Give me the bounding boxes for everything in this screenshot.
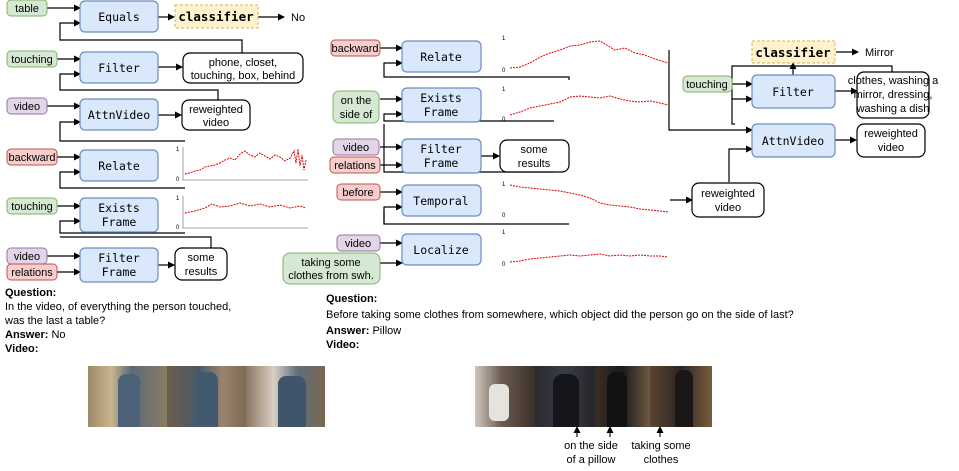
right-program: backward on the side of video relations … [282, 36, 939, 437]
left-question-label: Question: [5, 287, 57, 299]
right-relate-tick-0: 0 [502, 68, 506, 74]
left-filter-output-line1: phone, closet, [209, 57, 278, 69]
left-video-frames [88, 366, 325, 427]
right-filter-output-line1: clothes, washing a [848, 75, 939, 87]
left-input-video: video [14, 101, 40, 113]
left-module-filterframe-line1: Filter [98, 251, 140, 265]
left-answer-output: No [291, 12, 305, 24]
right-classifier: classifier [755, 45, 831, 60]
right-module-exists-line1: Exists [420, 91, 462, 105]
right-input-video: video [343, 142, 369, 154]
right-exists-tick-0: 0 [502, 117, 506, 123]
left-module-filterframe-line2: Frame [102, 265, 137, 279]
right-answer-label: Answer: [326, 325, 370, 337]
left-module-exists-line1: Exists [98, 201, 140, 215]
right-module-filterframe-line1: Filter [420, 142, 462, 156]
left-video-label: Video: [5, 343, 39, 355]
right-input-video-2: video [345, 238, 371, 250]
left-filter-output-line2: touching, box, behind [191, 70, 296, 82]
right-filter-output-line2: mirror, dressing, [854, 89, 933, 101]
left-input-table: table [15, 3, 39, 15]
left-answer-label: Answer: [5, 329, 49, 341]
left-question-line1: In the video, of everything the person t… [5, 301, 232, 313]
left-module-relate: Relate [98, 159, 140, 173]
left-answer: No [51, 329, 66, 341]
left-classifier: classifier [178, 9, 254, 24]
left-relate-curve [184, 148, 307, 175]
right-input-side-of-line2: side of [340, 109, 373, 121]
frame-annotation-pillow-line2: of a pillow [566, 454, 616, 466]
left-qa-block: Question: In the video, of everything th… [5, 286, 305, 356]
frame-annotation-pillow: on the side of a pillow [556, 439, 626, 467]
left-results-line1: some [188, 252, 215, 264]
right-results-line1: some [521, 144, 548, 156]
right-temporal-tick-1: 1 [502, 182, 506, 188]
right-module-exists-line2: Frame [424, 105, 459, 119]
left-input-video-2: video [14, 251, 40, 263]
frame-annotation-pillow-line1: on the side [564, 440, 618, 452]
right-answer-output: Mirror [865, 47, 894, 59]
left-question-line2: was the last a table? [5, 315, 106, 327]
right-localize-curve [509, 253, 669, 263]
left-module-equals: Equals [98, 10, 140, 24]
right-input-before: before [342, 187, 373, 199]
right-qa-block: Question: Before taking some clothes fro… [326, 292, 926, 352]
left-exists-plot-tick-0: 0 [176, 225, 180, 231]
right-input-side-of-line1: on the [341, 95, 372, 107]
right-filter-output-line3: washing a dish [856, 103, 930, 115]
right-input-touching: touching [686, 79, 728, 91]
left-results-line2: results [185, 266, 218, 278]
right-question: Before taking some clothes from somewher… [326, 309, 794, 321]
left-attn-output-line1: reweighted [189, 104, 243, 116]
frame-annotation-clothes: taking some clothes [626, 439, 696, 467]
left-module-attnvideo: AttnVideo [88, 108, 150, 122]
left-relate-plot-tick-0: 0 [176, 177, 180, 183]
right-module-relate: Relate [420, 50, 462, 64]
right-localize-tick-0: 0 [502, 262, 506, 268]
right-video-frames [475, 366, 712, 427]
right-localize-tick-1: 1 [502, 230, 506, 236]
left-attn-output-line2: video [203, 117, 229, 129]
right-module-filterframe-line2: Frame [424, 156, 459, 170]
right-answer: Pillow [372, 325, 402, 337]
right-input-relations: relations [334, 160, 376, 172]
left-exists-curve [184, 202, 307, 214]
right-module-attnvideo: AttnVideo [762, 134, 824, 148]
right-reweighted-1-line2: video [715, 202, 741, 214]
left-module-exists-line2: Frame [102, 215, 137, 229]
left-input-touching-2: touching [11, 201, 53, 213]
left-input-relations: relations [11, 267, 53, 279]
right-relate-curve [509, 40, 669, 69]
right-results-line2: results [518, 158, 551, 170]
left-input-touching: touching [11, 54, 53, 66]
right-temporal-curve [509, 184, 669, 213]
right-reweighted-2-line2: video [878, 142, 904, 154]
right-module-filter: Filter [772, 85, 814, 99]
right-temporal-tick-0: 0 [502, 213, 506, 219]
left-relate-plot-tick-1: 1 [176, 147, 180, 153]
right-exists-tick-1: 1 [502, 87, 506, 93]
left-program: table touching video backward touching v… [6, 0, 308, 283]
right-exists-curve [509, 95, 669, 116]
left-input-backward: backward [8, 152, 55, 164]
right-question-label: Question: [326, 293, 378, 305]
right-input-taking-line1: taking some [301, 257, 360, 269]
left-exists-plot-tick-1: 1 [176, 196, 180, 202]
right-module-localize: Localize [413, 243, 468, 257]
right-reweighted-1-line1: reweighted [701, 188, 755, 200]
right-input-backward: backward [331, 43, 378, 55]
left-module-filter: Filter [98, 61, 140, 75]
frame-annotation-clothes-line2: clothes [643, 454, 679, 466]
right-reweighted-2-line1: reweighted [864, 128, 918, 140]
right-module-temporal: Temporal [413, 194, 468, 208]
right-relate-tick-1: 1 [502, 36, 506, 42]
right-input-taking-line2: clothes from swh. [288, 270, 374, 282]
frame-annotation-clothes-line1: taking some [631, 440, 691, 452]
right-video-label: Video: [326, 339, 360, 351]
